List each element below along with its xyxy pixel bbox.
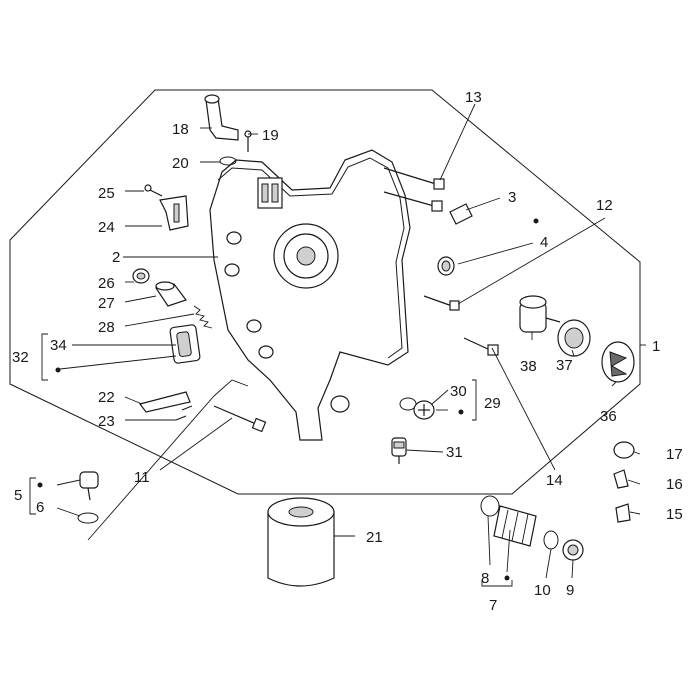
pump-pulley xyxy=(557,319,591,357)
small-screw-a xyxy=(175,415,187,421)
callout-29: 29 xyxy=(484,395,501,412)
callout-17: 17 xyxy=(666,446,683,463)
clip-16 xyxy=(613,469,629,489)
callout-3: 3 xyxy=(508,189,516,206)
callout-26: 26 xyxy=(98,275,115,292)
callout-19: 19 xyxy=(262,127,279,144)
bolt-11 xyxy=(213,405,267,433)
bracket xyxy=(144,184,189,231)
callout-13: 13 xyxy=(465,89,482,106)
impeller xyxy=(601,341,635,383)
callout-2: 2 xyxy=(112,249,120,266)
oil-filter xyxy=(267,497,335,587)
callout-38: 38 xyxy=(520,358,537,375)
callout-24: 24 xyxy=(98,219,115,236)
breather-pipe xyxy=(204,94,252,166)
plug-screw xyxy=(413,400,435,420)
valve-plate xyxy=(169,324,201,364)
callout-20: 20 xyxy=(172,155,189,172)
lever xyxy=(138,391,191,413)
callout-25: 25 xyxy=(98,185,115,202)
reference-dots xyxy=(37,218,539,581)
callout-10: 10 xyxy=(534,582,551,599)
oil-strainer xyxy=(493,505,537,547)
piston-rod xyxy=(155,281,187,307)
callout-4: 4 xyxy=(540,234,548,251)
callout-9: 9 xyxy=(566,582,574,599)
callout-18: 18 xyxy=(172,121,189,138)
leader-lines xyxy=(29,103,646,587)
pump-housing xyxy=(519,295,561,333)
callout-31: 31 xyxy=(446,444,463,461)
drain-plug-9 xyxy=(562,539,584,561)
oil-seal-inner xyxy=(441,260,451,272)
callout-7: 7 xyxy=(489,597,497,614)
callout-23: 23 xyxy=(98,413,115,430)
callout-28: 28 xyxy=(98,319,115,336)
callout-12: 12 xyxy=(596,197,613,214)
temperature-sensor xyxy=(391,437,407,464)
callout-5: 5 xyxy=(14,487,22,504)
callout-labels: 1 2 3 4 5 6 7 8 9 10 11 12 13 14 15 16 1… xyxy=(12,89,683,614)
callout-30: 30 xyxy=(450,383,467,400)
o-ring-10 xyxy=(543,530,559,550)
callout-32: 32 xyxy=(12,349,29,366)
crankcase-cover xyxy=(209,149,411,441)
oil-dipstick-plug xyxy=(77,471,99,524)
small-screw-b xyxy=(181,405,193,411)
callout-14: 14 xyxy=(546,472,563,489)
callout-8: 8 xyxy=(481,570,489,587)
callout-11: 11 xyxy=(134,469,150,486)
callout-21: 21 xyxy=(366,529,383,546)
callout-1: 1 xyxy=(652,338,660,355)
callout-15: 15 xyxy=(666,506,683,523)
o-ring-8 xyxy=(480,495,500,517)
callout-6: 6 xyxy=(36,499,44,516)
hose-clamp xyxy=(613,441,635,459)
callout-16: 16 xyxy=(666,476,683,493)
clip-15 xyxy=(615,503,631,523)
callout-22: 22 xyxy=(98,389,115,406)
callout-34: 34 xyxy=(50,337,67,354)
bolt-14 xyxy=(463,337,499,356)
callout-27: 27 xyxy=(98,295,115,312)
cap xyxy=(449,203,473,225)
spring xyxy=(193,305,213,329)
callout-36: 36 xyxy=(600,408,617,425)
assembly-frame xyxy=(9,89,641,495)
bolts-13 xyxy=(383,167,445,212)
seal-ring-inner xyxy=(136,272,146,280)
bolt-12-side xyxy=(423,295,460,311)
callout-37: 37 xyxy=(556,357,573,374)
